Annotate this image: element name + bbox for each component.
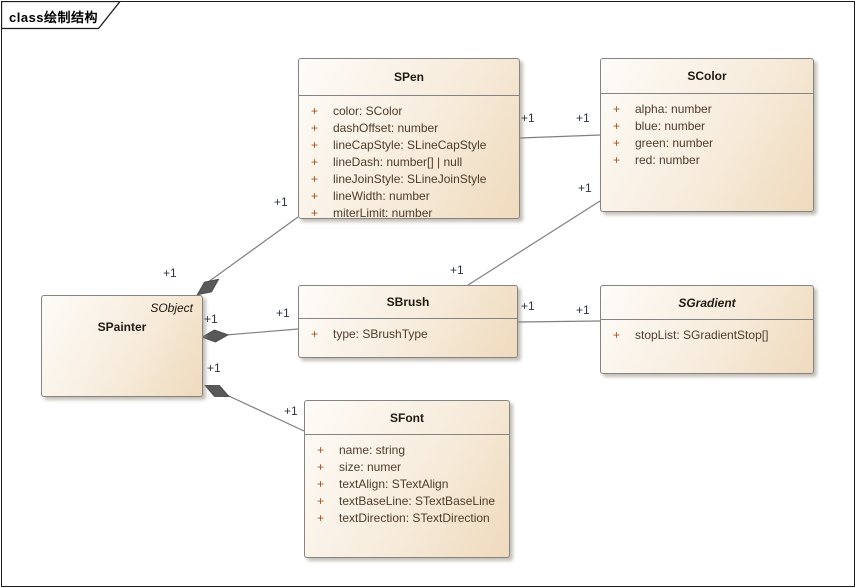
multiplicity-label: +1 (521, 299, 535, 313)
multiplicity-label: +1 (576, 111, 590, 125)
attribute-row: + textDirection: STextDirection (305, 510, 509, 527)
attribute-text: size: numer (339, 460, 402, 474)
class-title: SGradient (601, 286, 813, 320)
attribute-text: green: number (635, 136, 714, 150)
attribute-text: stopList: SGradientStop[] (635, 328, 769, 342)
visibility-marker: + (613, 102, 621, 116)
attribute-row: + lineCapStyle: SLineCapStyle (299, 137, 519, 154)
multiplicity-label: +1 (163, 266, 177, 280)
class-title: SColor (601, 59, 813, 94)
visibility-marker: + (613, 328, 621, 342)
visibility-marker: + (311, 155, 319, 169)
attribute-row: + lineWidth: number (299, 188, 519, 205)
multiplicity-label: +1 (450, 263, 464, 277)
visibility-marker: + (613, 153, 621, 167)
attribute-row: + green: number (601, 135, 813, 152)
attribute-text: lineDash: number[] | null (333, 155, 463, 169)
attribute-row: + miterLimit: number (299, 205, 519, 222)
attribute-text: color: SColor (333, 104, 403, 118)
visibility-marker: + (317, 443, 325, 457)
multiplicity-label: +1 (274, 195, 288, 209)
class-box-sgradient[interactable]: SGradient + stopList: SGradientStop[] (600, 285, 814, 374)
multiplicity-label: +1 (521, 111, 535, 125)
visibility-marker: + (311, 104, 319, 118)
attribute-list: + color: SColor + dashOffset: number + line… (299, 96, 519, 222)
attribute-text: type: SBrushType (333, 327, 428, 341)
attribute-list: + name: string + size: numer + textAlign: S… (305, 435, 509, 527)
class-box-sbrush[interactable]: SBrush + type: SBrushType (298, 285, 518, 358)
multiplicity-label: +1 (284, 404, 298, 418)
attribute-text: dashOffset: number (333, 121, 439, 135)
attribute-row: + textBaseLine: STextBaseLine (305, 493, 509, 510)
visibility-marker: + (317, 511, 325, 525)
attribute-list: + stopList: SGradientStop[] (601, 320, 813, 344)
attribute-row: + stopList: SGradientStop[] (601, 327, 813, 344)
class-title: SPen (299, 59, 519, 96)
multiplicity-label: +1 (207, 361, 221, 375)
attribute-row: + blue: number (601, 118, 813, 135)
visibility-marker: + (317, 477, 325, 491)
parent-class-annotation: SObject (150, 301, 193, 315)
attribute-list: + type: SBrushType (299, 319, 517, 343)
attribute-row: + type: SBrushType (299, 326, 517, 343)
class-title: SBrush (299, 286, 517, 319)
attribute-row: + color: SColor (299, 103, 519, 120)
class-title: SFont (305, 401, 509, 435)
class-title: SPainter (97, 320, 147, 334)
class-box-scolor[interactable]: SColor + alpha: number + blue: number + gre… (600, 58, 814, 212)
attribute-text: name: string (339, 443, 406, 457)
class-box-spainter[interactable]: SObject SPainter (41, 295, 203, 397)
attribute-text: blue: number (635, 119, 706, 133)
diagram-title: class绘制结构 (9, 10, 99, 25)
visibility-marker: + (613, 119, 621, 133)
attribute-row: + name: string (305, 442, 509, 459)
attribute-row: + size: numer (305, 459, 509, 476)
class-box-sfont[interactable]: SFont + name: string + size: numer + textAl… (304, 400, 510, 558)
visibility-marker: + (317, 460, 325, 474)
visibility-marker: + (311, 172, 319, 186)
visibility-marker: + (311, 206, 319, 220)
attribute-row: + dashOffset: number (299, 120, 519, 137)
attribute-row: + alpha: number (601, 101, 813, 118)
attribute-text: textDirection: STextDirection (339, 511, 490, 525)
attribute-text: lineJoinStyle: SLineJoinStyle (333, 172, 487, 186)
class-box-spen[interactable]: SPen + color: SColor + dashOffset: number … (298, 58, 520, 222)
visibility-marker: + (317, 494, 325, 508)
visibility-marker: + (311, 189, 319, 203)
attribute-text: miterLimit: number (333, 206, 433, 220)
multiplicity-label: +1 (204, 312, 218, 326)
multiplicity-label: +1 (578, 181, 592, 195)
attribute-text: alpha: number (635, 102, 712, 116)
attribute-text: textAlign: STextAlign (339, 477, 449, 491)
attribute-text: textBaseLine: STextBaseLine (339, 494, 496, 508)
visibility-marker: + (311, 138, 319, 152)
visibility-marker: + (311, 121, 319, 135)
visibility-marker: + (311, 327, 319, 341)
attribute-row: + textAlign: STextAlign (305, 476, 509, 493)
attribute-text: lineWidth: number (333, 189, 430, 203)
frame-tab-shape (1, 1, 122, 30)
frame-tab (1, 1, 122, 30)
attribute-row: + lineJoinStyle: SLineJoinStyle (299, 171, 519, 188)
attribute-row: + red: number (601, 152, 813, 169)
attribute-text: lineCapStyle: SLineCapStyle (333, 138, 487, 152)
attribute-row: + lineDash: number[] | null (299, 154, 519, 171)
visibility-marker: + (613, 136, 621, 150)
multiplicity-label: +1 (276, 306, 290, 320)
attribute-list: + alpha: number + blue: number + green: num… (601, 94, 813, 169)
multiplicity-label: +1 (576, 303, 590, 317)
attribute-text: red: number (635, 153, 700, 167)
